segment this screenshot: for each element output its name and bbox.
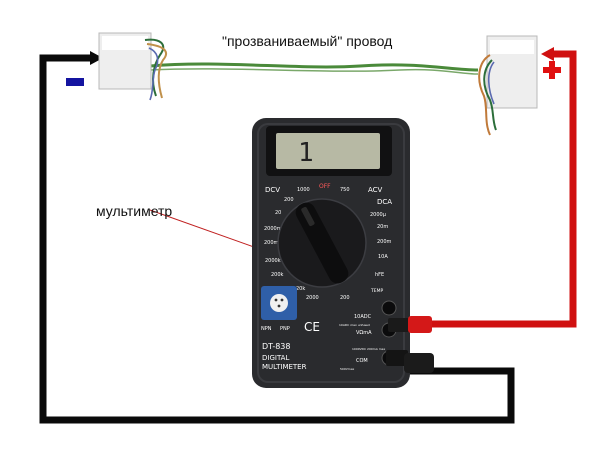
npn-label: NPN (261, 326, 272, 332)
red-probe-plug-icon (388, 316, 432, 333)
dcv-label: DCV (265, 186, 280, 194)
port-com-label: COM (356, 358, 368, 364)
dial-dca10a: 10A (378, 254, 388, 260)
rotary-dial-icon[interactable] (277, 198, 367, 288)
lcd-reading: 1 (298, 138, 314, 168)
positive-lead-wire (424, 50, 577, 328)
name-line1: DIGITAL (262, 354, 289, 362)
port-vma-label: VΩmA (356, 330, 372, 336)
dial-v20: 20 (275, 210, 281, 216)
multimeter: 1 DCV OFF ACV DCA 1000 750 200 20 2000m … (252, 118, 410, 388)
port-10a-socket[interactable] (381, 300, 397, 316)
dca-label: DCA (377, 198, 392, 206)
warn-com: 500Vmax (340, 367, 355, 371)
transistor-socket-icon (261, 286, 297, 320)
model-label: DT-838 (262, 342, 290, 351)
off-label: OFF (319, 183, 331, 190)
dial-v1000: 1000 (297, 187, 310, 193)
dial-r200k: 200k (271, 272, 284, 278)
port-10a-label: 10ADC (354, 314, 372, 320)
warn-10a: 10ADC max unfused (339, 323, 370, 327)
tested-wire (149, 62, 479, 72)
acv-label: ACV (368, 186, 383, 194)
dial-dca2000u: 2000μ (370, 212, 387, 218)
tested-wire-strand (149, 68, 479, 75)
left-terminal-block-icon (98, 32, 167, 101)
lcd-display (276, 133, 380, 169)
negative-arrow-icon (90, 51, 103, 65)
dial-r2000: 2000 (306, 295, 319, 301)
warn-vma: 1000VDC 200mA max (352, 347, 385, 351)
dial-dca20m: 20m (377, 224, 388, 230)
dial-v2000m: 2000m (264, 226, 282, 232)
right-terminal-block-icon (478, 35, 538, 136)
hfe-label: hFE (375, 272, 384, 278)
plus-sign-icon (543, 61, 561, 79)
dial-r2000k: 2000k (265, 258, 281, 264)
multimeter-label: мультиметр (96, 203, 173, 219)
dial-r20k: 20k (296, 286, 305, 292)
multimeter-pointer-line (149, 209, 269, 253)
dial-v200m: 200m (264, 240, 279, 246)
ce-mark: CE (304, 320, 320, 334)
name-line2: MULTIMETER (262, 363, 307, 371)
pnp-label: PNP (280, 326, 290, 332)
positive-arrow-icon (541, 47, 554, 61)
black-probe-plug-icon (386, 350, 434, 373)
dial-v750: 750 (340, 187, 350, 193)
tested-wire-label: "прозваниваемый" провод (222, 33, 393, 49)
temp-label: TEMP (370, 288, 383, 294)
minus-sign-icon (66, 78, 84, 86)
negative-lead-wire (39, 54, 515, 424)
dial-v200: 200 (284, 197, 294, 203)
dial-dca200m: 200m (377, 239, 392, 245)
dial-r200: 200 (340, 295, 350, 301)
